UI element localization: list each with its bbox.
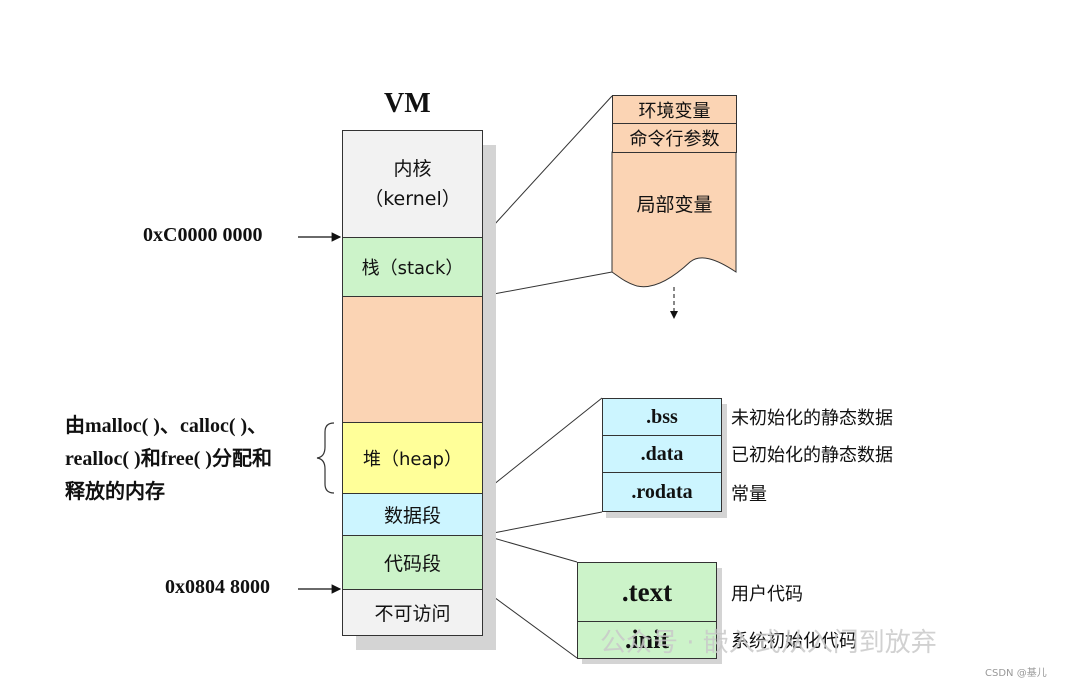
data-zoom-line-bottom xyxy=(482,511,603,536)
watermark-main: 公众号 · 嵌入式从入门到放弃 xyxy=(600,628,937,658)
kernel-label: 内核 xyxy=(393,158,432,180)
bss-desc: 未初始化的静态数据 xyxy=(731,408,893,429)
kernel-region: 内核 （kernel） xyxy=(342,130,483,238)
data-segment-region: 数据段 xyxy=(342,493,483,536)
heap-note-line-2: realloc( )和free( )分配和 xyxy=(65,448,272,470)
env-vars-cell: 环境变量 xyxy=(612,95,737,124)
init-cell: .init xyxy=(577,621,717,659)
heap-note: 由malloc( )、calloc( )、 realloc( )和free( )… xyxy=(65,410,272,509)
kernel-sublabel: （kernel） xyxy=(364,188,461,210)
stack-detail-shape xyxy=(611,151,737,288)
code-zoom-line-bottom xyxy=(482,588,578,659)
data-desc: 已初始化的静态数据 xyxy=(731,445,893,466)
cmd-args-cell: 命令行参数 xyxy=(612,123,737,153)
kernel-address-label: 0xC0000 0000 xyxy=(143,224,263,246)
code-zoom-line-top xyxy=(482,534,578,563)
rodata-desc: 常量 xyxy=(731,484,767,505)
code-address-label: 0x0804 8000 xyxy=(165,576,270,598)
heap-brace xyxy=(316,422,335,494)
rodata-cell: .rodata xyxy=(602,472,722,512)
free-gap-region xyxy=(342,296,483,423)
code-segment-region: 代码段 xyxy=(342,535,483,590)
heap-region: 堆（heap） xyxy=(342,422,483,494)
data-cell: .data xyxy=(602,435,722,473)
no-access-region: 不可访问 xyxy=(342,589,483,636)
text-desc: 用户代码 xyxy=(731,584,803,605)
vm-title: VM xyxy=(384,88,431,119)
data-zoom-line-top xyxy=(482,397,603,494)
init-desc: 系统初始化代码 xyxy=(731,631,857,652)
heap-note-line-1: 由malloc( )、calloc( )、 xyxy=(65,415,268,437)
stack-zoom-line-bottom xyxy=(482,271,613,297)
stack-zoom-line-top xyxy=(482,95,613,238)
heap-note-line-3: 释放的内存 xyxy=(65,481,165,503)
text-cell: .text xyxy=(577,562,717,622)
stack-region: 栈（stack） xyxy=(342,237,483,297)
local-vars-label: 局部变量 xyxy=(636,194,713,216)
watermark-source: CSDN @基儿 xyxy=(985,668,1047,679)
bss-cell: .bss xyxy=(602,398,722,436)
